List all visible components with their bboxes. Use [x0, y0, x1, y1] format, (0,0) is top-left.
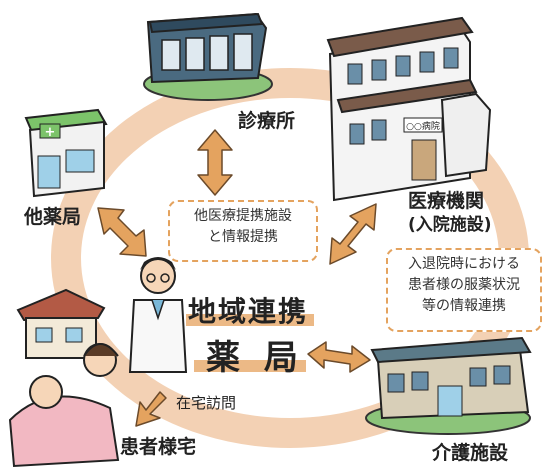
center-band-2 — [194, 360, 306, 372]
pharmacist-figure-icon — [128, 257, 188, 373]
hospital-sublabel: (入院施設) — [408, 215, 492, 235]
arrow-home-visit — [135, 391, 167, 427]
center-band-1 — [186, 314, 314, 326]
pharmacy-shop-icon: + — [24, 108, 108, 198]
pharmacy-collaboration-note: 他医療提携施設 と情報提携 — [168, 200, 318, 262]
arrow-center-to-care — [307, 341, 371, 373]
note-line: 等の情報連携 — [422, 298, 506, 314]
hospital-collaboration-note: 入退院時における 患者様の服薬状況 等の情報連携 — [386, 248, 542, 332]
hospital-label: 医療機関 — [408, 190, 485, 212]
hospital-building-icon: ○○病院 — [326, 16, 492, 202]
arrow-clinic-to-pharmacy — [197, 129, 233, 196]
care-facility-label: 介護施設 — [432, 442, 509, 464]
arrow-other-pharmacy-to-center — [97, 207, 147, 257]
clinic-label: 診療所 — [238, 110, 296, 132]
svg-text:+: + — [45, 125, 56, 140]
center-title-line2: 薬 局 — [206, 338, 304, 378]
patient-home-label: 患者様宅 — [120, 436, 197, 458]
other-pharmacy-label: 他薬局 — [24, 206, 82, 228]
arrow-hospital-to-center — [329, 203, 377, 265]
patient-home-icon — [8, 288, 120, 468]
note-line: 入退院時における — [408, 256, 520, 272]
note-line: 患者様の服薬状況 — [408, 277, 520, 293]
note-line: 他医療提携施設 — [194, 208, 292, 224]
svg-text:○○病院: ○○病院 — [406, 120, 440, 132]
home-visit-label: 在宅訪問 — [176, 394, 237, 412]
clinic-building-icon — [143, 12, 273, 101]
center-title-line1: 地域連携 — [188, 295, 309, 328]
care-facility-icon — [365, 336, 532, 435]
note-line: と情報提携 — [208, 229, 278, 245]
